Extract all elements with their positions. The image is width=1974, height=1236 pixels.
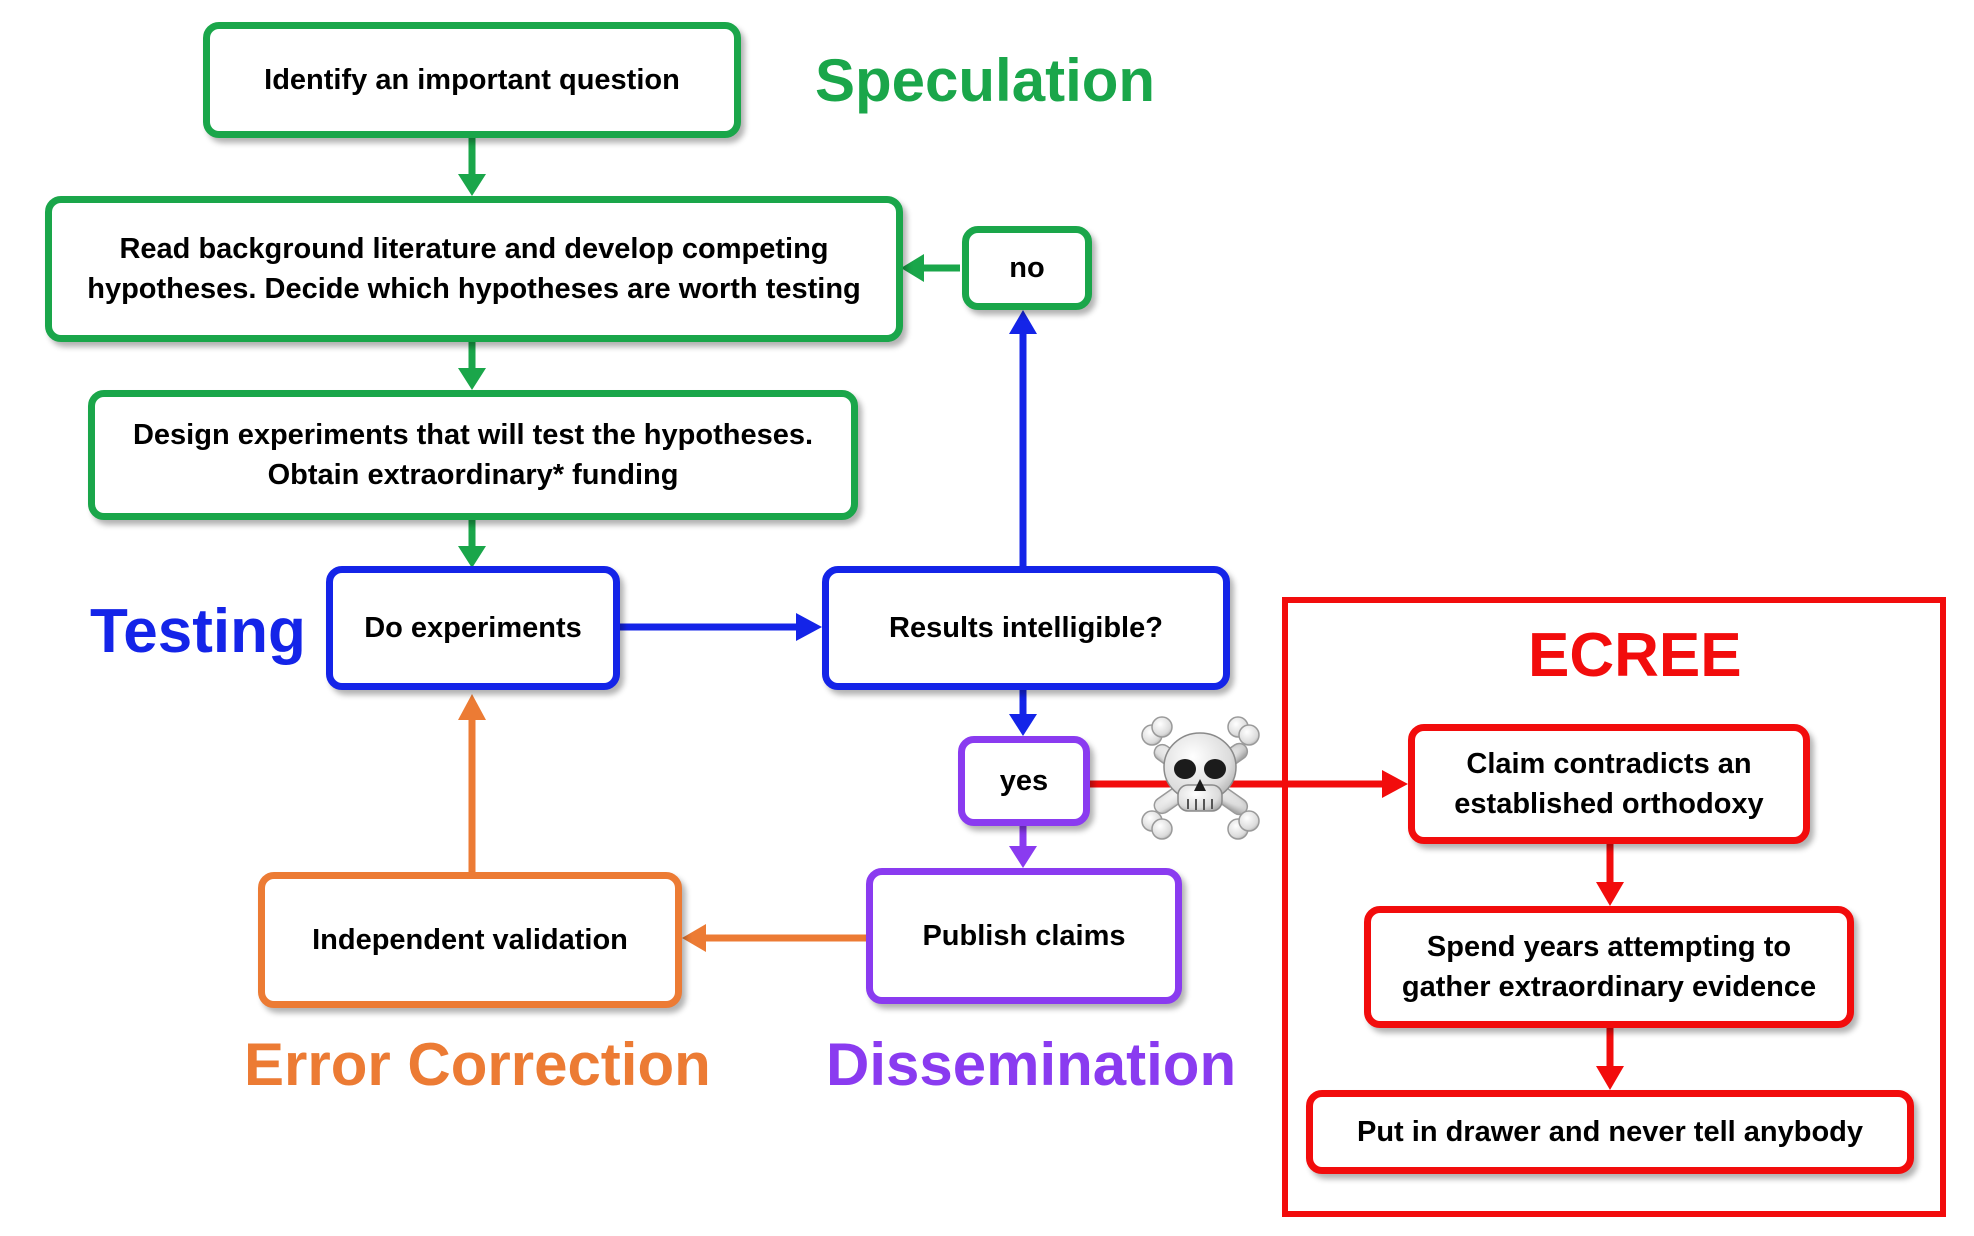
skull-and-crossbones-icon xyxy=(1141,716,1260,840)
node-spend-years-line1: Spend years attempting to xyxy=(1426,931,1792,963)
node-read-literature: Read background literature and develop c… xyxy=(45,196,903,342)
section-title-testing: Testing xyxy=(90,597,306,666)
node-claim-contradicts-line2: established orthodoxy xyxy=(1454,788,1764,820)
node-put-in-drawer: Put in drawer and never tell anybody xyxy=(1306,1090,1914,1174)
node-identify-question-label: Identify an important question xyxy=(264,64,680,96)
node-spend-years: Spend years attempting to gather extraor… xyxy=(1364,906,1854,1028)
node-put-in-drawer-label: Put in drawer and never tell anybody xyxy=(1356,1116,1863,1148)
node-no: no xyxy=(962,226,1092,310)
node-publish-claims: Publish claims xyxy=(866,868,1182,1004)
section-title-speculation: Speculation xyxy=(815,47,1156,114)
arrow-results-to-yes xyxy=(1009,690,1037,736)
node-publish-claims-label: Publish claims xyxy=(922,920,1126,952)
arrow-experiments-to-results xyxy=(618,613,822,641)
node-results-intelligible: Results intelligible? xyxy=(822,566,1230,690)
node-read-literature-line1: Read background literature and develop c… xyxy=(119,233,829,265)
node-yes-label: yes xyxy=(999,765,1049,797)
node-do-experiments-label: Do experiments xyxy=(364,612,582,644)
section-title-error-correction: Error Correction xyxy=(244,1031,711,1098)
node-design-experiments-line1: Design experiments that will test the hy… xyxy=(132,419,814,451)
node-design-experiments-line2: Obtain extraordinary* funding xyxy=(267,459,679,491)
arrow-no-to-read xyxy=(901,254,960,282)
section-title-ecree: ECREE xyxy=(1528,621,1742,690)
node-do-experiments: Do experiments xyxy=(326,566,620,690)
section-title-dissemination: Dissemination xyxy=(826,1031,1237,1098)
node-independent-validation: Independent validation xyxy=(258,872,682,1008)
node-design-experiments: Design experiments that will test the hy… xyxy=(88,390,858,520)
node-identify-question: Identify an important question xyxy=(203,22,741,138)
arrow-yes-to-publish xyxy=(1009,826,1037,868)
arrow-identify-to-read xyxy=(458,138,486,196)
node-claim-contradicts: Claim contradicts an established orthodo… xyxy=(1408,724,1810,844)
arrow-results-to-no xyxy=(1009,310,1037,566)
node-results-intelligible-label: Results intelligible? xyxy=(889,612,1163,644)
node-independent-validation-label: Independent validation xyxy=(312,924,628,956)
node-claim-contradicts-line1: Claim contradicts an xyxy=(1466,748,1752,780)
node-yes: yes xyxy=(958,736,1090,826)
arrow-spend-to-drawer xyxy=(1596,1028,1624,1090)
ecree-frame xyxy=(1282,597,1946,1217)
arrow-read-to-design xyxy=(458,342,486,390)
node-read-literature-line2: hypotheses. Decide which hypotheses are … xyxy=(87,273,861,305)
arrow-design-to-experiments xyxy=(458,520,486,568)
arrow-yes-to-claim xyxy=(1090,770,1408,798)
arrow-validation-to-experiments xyxy=(458,694,486,872)
node-no-label: no xyxy=(1009,252,1045,284)
node-spend-years-line2: gather extraordinary evidence xyxy=(1401,971,1817,1003)
arrow-claim-to-spend xyxy=(1596,844,1624,906)
arrow-publish-to-validation xyxy=(682,924,866,952)
